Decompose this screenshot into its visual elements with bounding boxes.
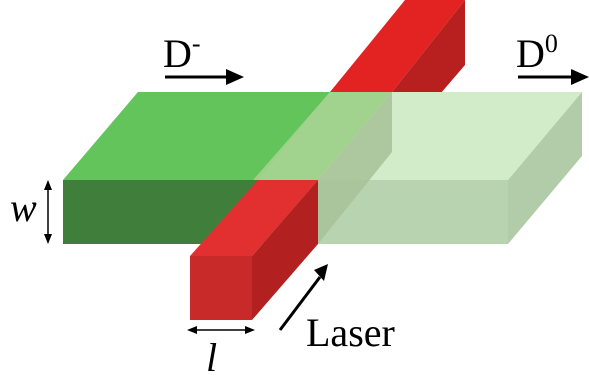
d-zero-arrow [518, 69, 589, 85]
d-zero-label: D0 [516, 31, 558, 76]
d-minus-base: D [163, 31, 192, 76]
d-minus-superscript: - [191, 29, 201, 58]
laser-overlap [253, 92, 392, 244]
d-zero-base: D [516, 31, 545, 76]
overlap-top-face [253, 92, 392, 180]
ion-beam-d-minus [63, 92, 330, 244]
laser-side-front-face [252, 180, 318, 320]
length-label: l [206, 335, 218, 380]
overlap-side-face [318, 92, 392, 244]
length-dimension-arrow [187, 326, 255, 334]
d-minus-front-face [63, 180, 258, 244]
d-minus-top-face [63, 92, 330, 180]
laser-beam-front [190, 180, 318, 320]
d-minus-label: D- [163, 31, 201, 76]
laser-front-end-face [190, 256, 252, 320]
laser-arrow [278, 264, 328, 331]
laser-top-front-face [190, 180, 318, 256]
d-zero-superscript: 0 [544, 29, 558, 58]
d-minus-arrow [165, 69, 244, 85]
width-dimension-arrow [44, 180, 52, 244]
laser-top-back-face [330, 0, 465, 92]
d0-side-face [508, 92, 582, 244]
width-label: w [10, 185, 37, 230]
laser-label: Laser [306, 310, 395, 355]
